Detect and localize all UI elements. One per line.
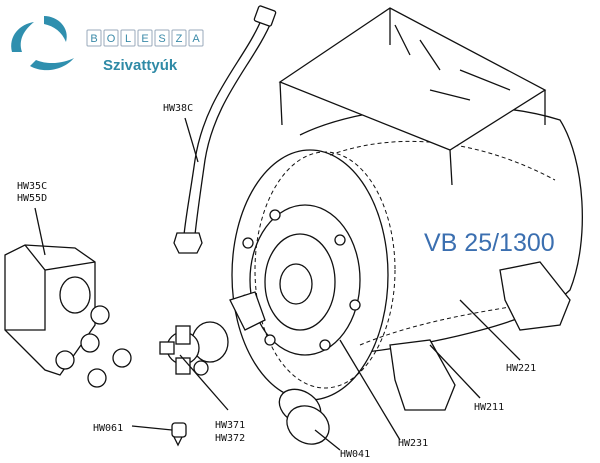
tank-drawing [229,7,583,411]
logo-letter: O [107,33,116,45]
logo-letter: Z [176,33,183,45]
logo-letter-box [103,29,119,47]
label-hw38c: HW38C [163,103,193,114]
label-hw061: HW061 [93,423,123,434]
label-hw041: HW041 [340,449,370,460]
model-name: VB 25/1300 [424,229,555,257]
leader-lines [34,117,521,451]
fitting-drawing [159,321,229,376]
logo-letter: A [192,33,200,45]
logo-letter-box [154,29,170,47]
pressure-switch-drawing [4,244,132,388]
logo-letter: E [141,33,148,45]
valve-drawing [171,422,187,447]
membrane-cap-drawing [278,388,330,445]
label-hw35c: HW35C [17,181,47,192]
label-hw211: HW211 [474,402,504,413]
label-hw371: HW371 [215,420,245,431]
logo-letter-box [171,29,187,47]
logo-letter-box [188,29,204,47]
label-hw231: HW231 [398,438,428,449]
logo-letter: B [90,33,97,45]
logo-letter-box [120,29,136,47]
label-hw55d: HW55D [17,193,47,204]
logo-letter-box [137,29,153,47]
logo-letter: L [125,33,131,45]
label-hw372: HW372 [215,433,245,444]
label-hw221: HW221 [506,363,536,374]
logo-letter: S [158,33,165,45]
logo-swirl-icon [11,16,74,71]
hose-drawing [173,5,277,254]
logo-letter-box [86,29,102,47]
logo-subtitle: Szivattyúk [103,57,178,74]
